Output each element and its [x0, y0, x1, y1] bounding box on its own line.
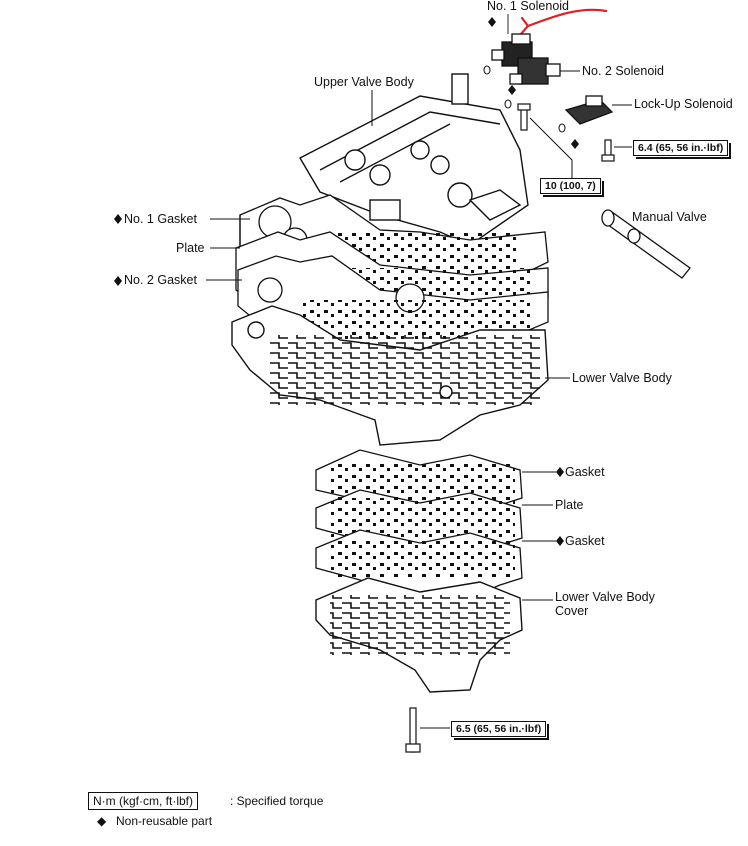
label-lower-valve-body-cover: Lower Valve Body Cover — [555, 590, 655, 618]
label-manual-valve: Manual Valve — [632, 210, 707, 224]
label-lockup-solenoid: Lock-Up Solenoid — [634, 97, 733, 111]
lower-valve-body — [231, 305, 549, 446]
solenoid-no1 — [491, 33, 533, 67]
label-no2-solenoid: No. 2 Solenoid — [582, 64, 665, 78]
label-plate-upper: Plate — [176, 241, 205, 255]
bolt-6-5 — [405, 707, 421, 753]
label-no1-solenoid: No. 1 Solenoid — [487, 0, 570, 13]
legend-diamond-icon: ◆ — [97, 814, 107, 828]
bolt-6-4 — [601, 139, 615, 162]
bolt-10 — [517, 103, 531, 131]
torque-box-upper-bolt: 10 (100, 7) — [540, 178, 604, 197]
lockup-solenoid — [564, 95, 614, 125]
torque-box-cover-bolt: 6.5 (65, 56 in.·lbf) — [451, 721, 550, 740]
diamond-marker — [488, 17, 496, 27]
label-gasket-2: Gasket — [565, 534, 605, 548]
legend-torque-desc: : Specified torque — [230, 794, 324, 808]
red-annotation-arrow — [519, 8, 608, 36]
legend-torque-key: N·m (kgf·cm, ft·lbf) — [88, 792, 198, 810]
label-lower-valve-body: Lower Valve Body — [572, 371, 672, 385]
upper-valve-body — [299, 73, 529, 246]
label-upper-valve-body: Upper Valve Body — [314, 75, 414, 89]
o-ring — [483, 65, 491, 75]
label-no2-gasket: No. 2 Gasket — [124, 273, 197, 287]
torque-box-lockup-bolt: 6.4 (65, 56 in.·lbf) — [633, 140, 732, 159]
label-no1-gasket: No. 1 Gasket — [124, 212, 197, 226]
legend-nonreusable-desc: Non-reusable part — [116, 814, 213, 828]
solenoid-no2 — [509, 57, 561, 85]
manual-valve — [601, 209, 691, 279]
label-plate-lower: Plate — [555, 498, 584, 512]
lower-valve-body-cover — [315, 577, 523, 693]
lower-gasket-stack — [315, 449, 523, 601]
label-gasket-1: Gasket — [565, 465, 605, 479]
leader-lines — [206, 14, 570, 601]
